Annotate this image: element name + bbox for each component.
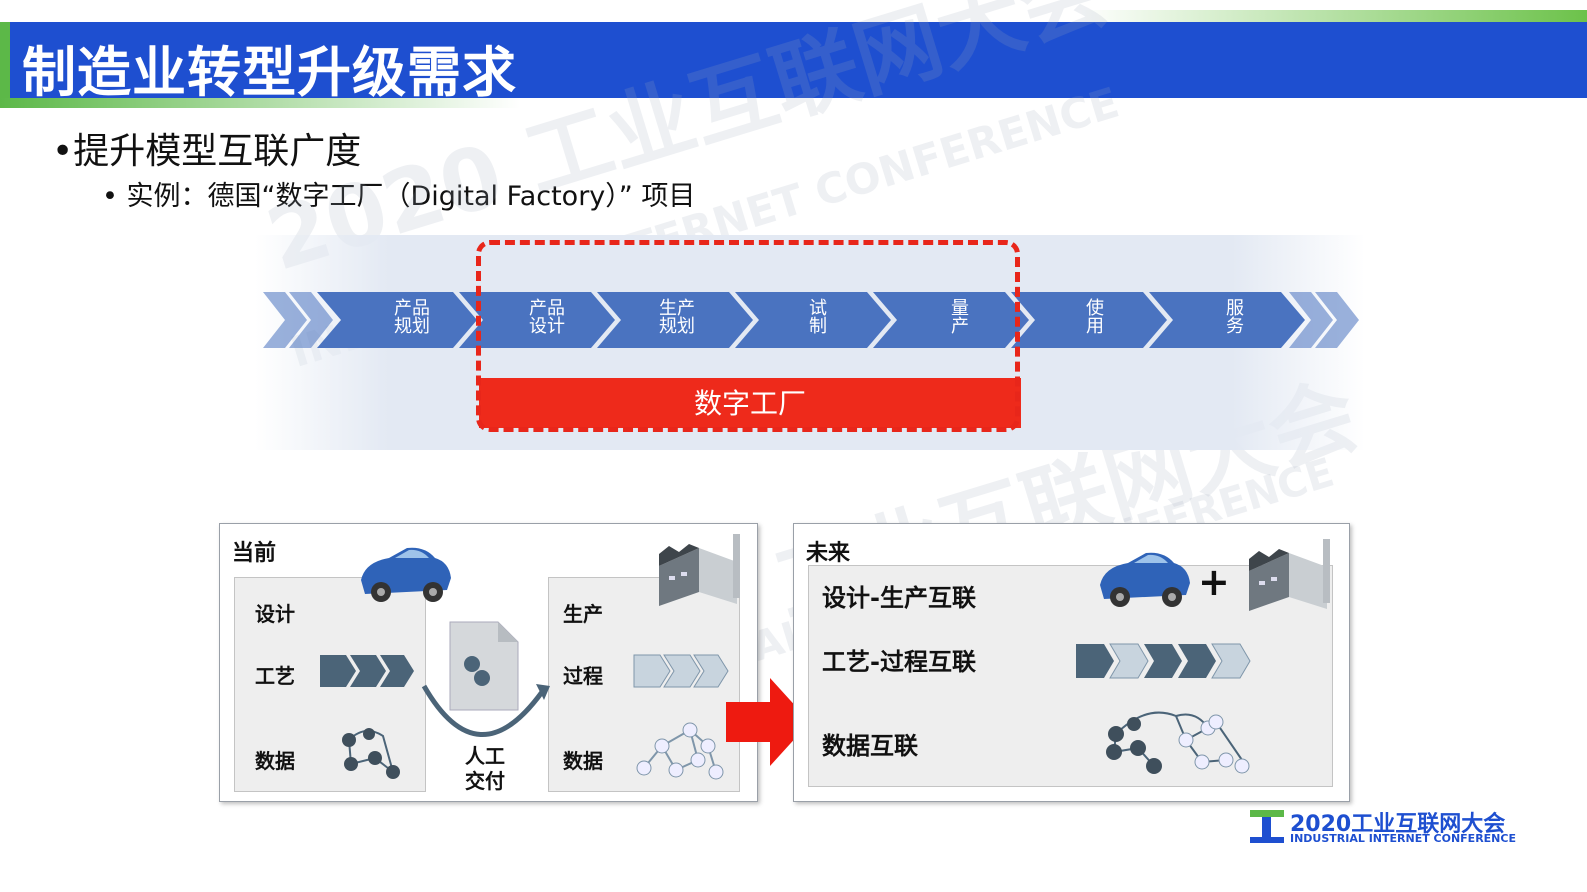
stage-label: 务 bbox=[1226, 316, 1244, 337]
stage-chevron bbox=[1011, 292, 1167, 348]
stage-use: 使 用 bbox=[1075, 300, 1115, 336]
stage-service: 服 务 bbox=[1215, 300, 1255, 336]
current-title: 当前 bbox=[232, 541, 277, 566]
current-left-row: 工艺 bbox=[255, 664, 295, 688]
current-left-row: 数据 bbox=[255, 749, 295, 773]
stage-label: 制 bbox=[809, 316, 827, 337]
stage-trial: 试 制 bbox=[798, 300, 838, 336]
data-graph-light-icon bbox=[636, 722, 724, 780]
header-accent-edge bbox=[0, 22, 10, 98]
process-chevrons-small bbox=[320, 655, 414, 687]
stage-mass-production: 量 产 bbox=[940, 300, 980, 336]
stage-label: 量 bbox=[951, 298, 969, 319]
bullet-level-1: •提升模型互联广度 bbox=[52, 131, 362, 172]
future-title: 未来 bbox=[806, 541, 851, 566]
conference-logo-text: 2020工业互联网大会 bbox=[1290, 812, 1506, 837]
stage-chevron bbox=[459, 292, 615, 348]
transition-arrow-icon bbox=[726, 678, 810, 766]
stage-chevron bbox=[317, 292, 477, 348]
car-icon bbox=[361, 547, 451, 602]
process-chevrons-light bbox=[633, 654, 729, 688]
stage-product-planning: 产品 规划 bbox=[392, 300, 432, 336]
conference-logo-subtext: INDUSTRIAL INTERNET CONFERENCE bbox=[1290, 832, 1516, 845]
stage-label: 试 bbox=[809, 298, 827, 319]
stage-label: 规划 bbox=[659, 316, 695, 337]
conference-logo-icon bbox=[1250, 810, 1284, 843]
car-icon bbox=[1100, 552, 1190, 607]
header-accent-underline bbox=[0, 98, 520, 108]
document-icon bbox=[449, 621, 519, 711]
stage-label: 产品 bbox=[529, 298, 565, 319]
stage-label: 生产 bbox=[659, 298, 695, 319]
factory-icon bbox=[659, 534, 740, 606]
stage-label: 用 bbox=[1086, 316, 1104, 337]
stage-chevron bbox=[735, 292, 891, 348]
transfer-arrow-icon bbox=[421, 684, 550, 737]
stage-chevron bbox=[1149, 292, 1305, 348]
bullet-level-2: • 实例：德国“数字工厂（Digital Factory）” 项目 bbox=[102, 181, 696, 212]
header-bar bbox=[0, 22, 1587, 98]
current-right-row: 数据 bbox=[563, 749, 603, 773]
future-row: 数据互联 bbox=[822, 732, 918, 760]
header-accent-stripe bbox=[1080, 10, 1587, 22]
current-right-row: 生产 bbox=[563, 602, 603, 626]
stage-production-planning: 生产 规划 bbox=[657, 300, 697, 336]
factory-icon bbox=[1249, 539, 1330, 611]
manual-label-1: 人工 bbox=[465, 744, 505, 768]
stage-product-design: 产品 设计 bbox=[527, 300, 567, 336]
current-left-row: 设计 bbox=[255, 602, 295, 626]
stage-label: 产 bbox=[951, 316, 969, 337]
stage-label: 设计 bbox=[529, 316, 565, 337]
process-chevrons bbox=[263, 292, 1359, 348]
stage-label: 产品 bbox=[394, 298, 430, 319]
plus-sign: + bbox=[1198, 560, 1230, 604]
digital-factory-frame bbox=[476, 240, 1020, 432]
future-row: 设计-生产互联 bbox=[822, 584, 976, 612]
manual-label-2: 交付 bbox=[465, 769, 505, 793]
stage-label: 服 bbox=[1226, 298, 1244, 319]
current-right-row: 过程 bbox=[563, 664, 603, 688]
stage-chevron bbox=[873, 292, 1029, 348]
data-graph-merged-icon bbox=[1106, 711, 1250, 774]
future-subpanel bbox=[808, 565, 1333, 787]
process-chevrons-mixed bbox=[1076, 643, 1251, 679]
stage-label: 规划 bbox=[394, 316, 430, 337]
future-row: 工艺-过程互联 bbox=[822, 648, 976, 676]
stage-label: 使 bbox=[1086, 298, 1104, 319]
page-title: 制造业转型升级需求 bbox=[22, 41, 517, 104]
digital-factory-bar bbox=[479, 378, 1021, 428]
stage-chevron bbox=[597, 292, 753, 348]
digital-factory-label: 数字工厂 bbox=[693, 387, 806, 420]
data-graph-icon bbox=[342, 728, 400, 779]
